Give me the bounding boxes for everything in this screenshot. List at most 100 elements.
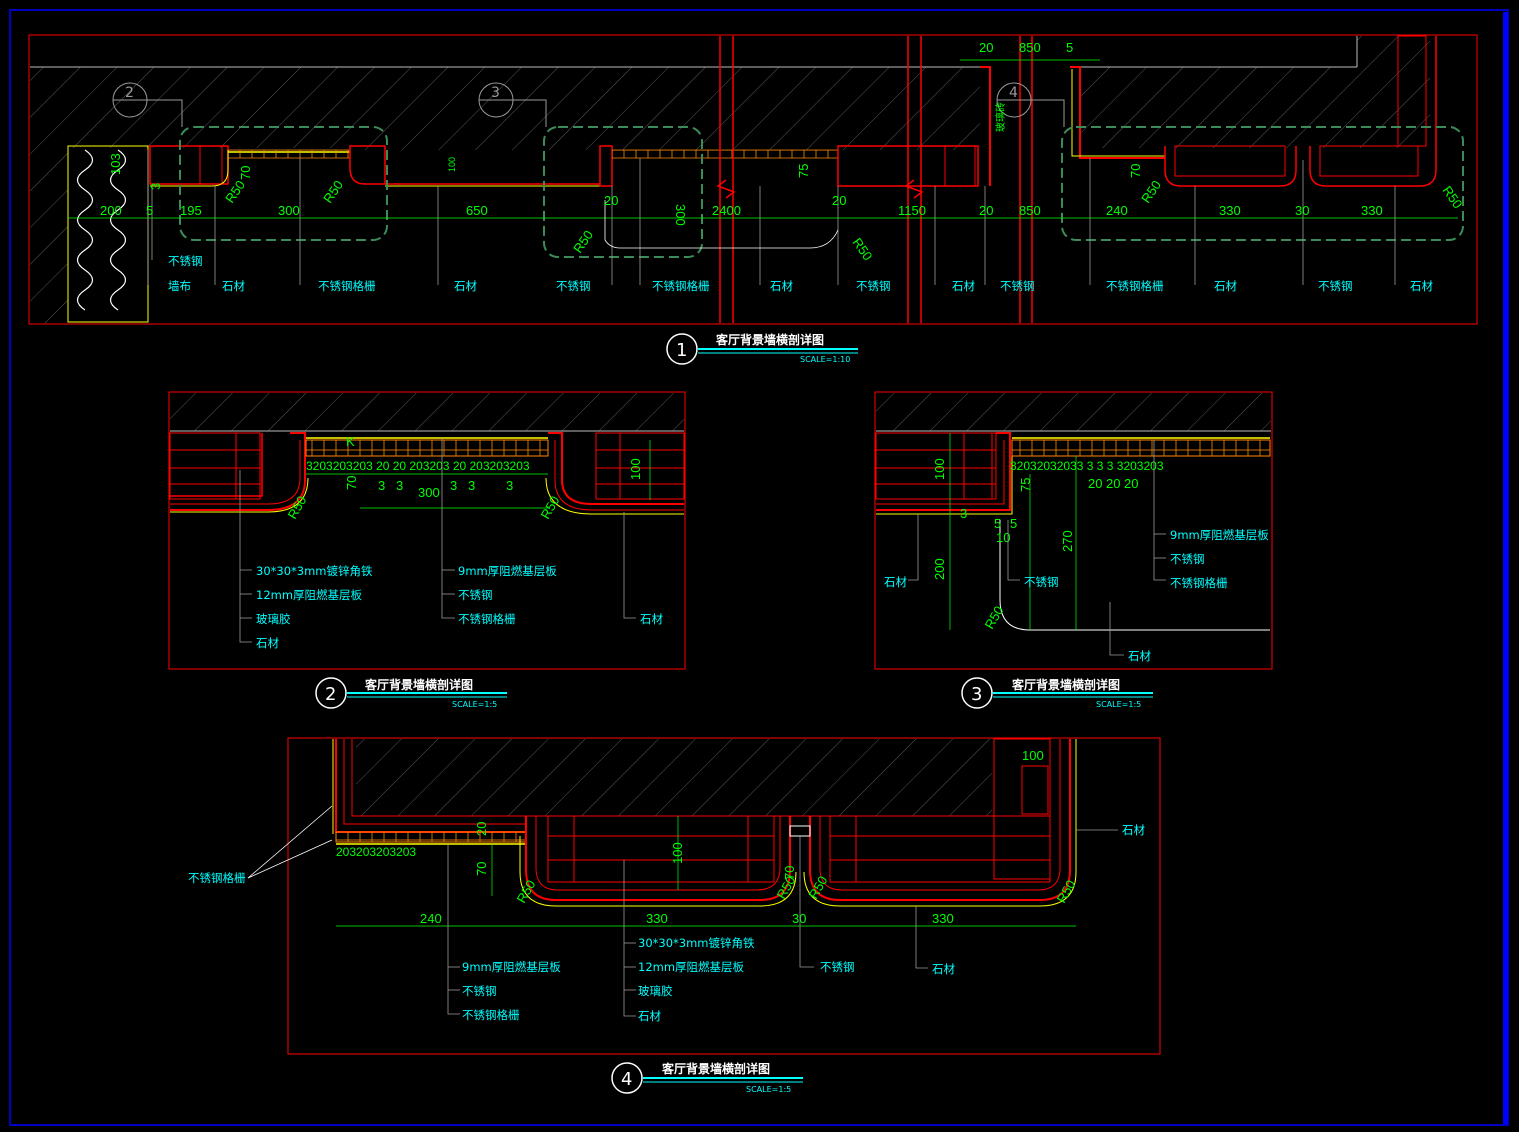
view-1-scale: SCALE=1:10 xyxy=(800,355,850,364)
label-stainless-2: 不锈钢 xyxy=(1170,552,1205,566)
label-grille: 不锈钢格栅 xyxy=(318,279,376,293)
label-wallcloth: 墙布 xyxy=(168,279,191,293)
view-3-frame xyxy=(874,391,1273,670)
view-2-number: 2 xyxy=(325,684,336,705)
dim-70-b: 70 xyxy=(1128,164,1143,178)
view-1-title-block: 1 客厅背景墙横剖详图 SCALE=1:10 xyxy=(666,332,858,365)
label-stainless-5: 不锈钢 xyxy=(1318,279,1353,293)
dim-5b: 5 xyxy=(1010,516,1017,531)
callout-tag-3: 3 xyxy=(491,85,500,101)
label-grille: 不锈钢格栅 xyxy=(188,871,246,885)
label-12mm-board: 12mm厚阻燃基层板 xyxy=(638,960,745,974)
dim-100-top: 100 xyxy=(1022,748,1044,763)
dim-20-t: 20 xyxy=(832,193,846,208)
label-stone-3: 石材 xyxy=(770,279,793,293)
dim-5a: 5 xyxy=(994,516,1001,531)
dim-glass-brick: 玻璃砖 xyxy=(994,102,1007,132)
dim-70-b: 70 xyxy=(782,866,797,880)
view-1-section: 2 3 4 xyxy=(28,34,1478,365)
view-4-section: 100 203203203203 20 70 100 R50 R50 R50 R… xyxy=(188,737,1161,1094)
dim-270: 270 xyxy=(1060,530,1075,552)
dim-20c: 20 xyxy=(1124,476,1138,491)
dim-330b: 330 xyxy=(1361,203,1383,218)
view-1-number: 1 xyxy=(676,340,687,361)
dim-103: 103 xyxy=(108,153,123,175)
dim-top-5: 5 xyxy=(1066,40,1073,55)
callout-tag-2: 2 xyxy=(125,85,134,101)
dim-top-20: 20 xyxy=(979,40,993,55)
label-stainless-4: 不锈钢 xyxy=(1000,279,1035,293)
label-grille-3: 不锈钢格栅 xyxy=(1106,279,1164,293)
dim-30: 30 xyxy=(1295,203,1309,218)
dim-20: 20 xyxy=(979,203,993,218)
label-stainless-2: 不锈钢 xyxy=(556,279,591,293)
label-12mm-board: 12mm厚阻燃基层板 xyxy=(256,588,363,602)
label-grille-2: 不锈钢格栅 xyxy=(652,279,710,293)
label-9mm-board: 9mm厚阻燃基层板 xyxy=(458,564,557,578)
view-2-title: 客厅背景墙横剖详图 xyxy=(364,677,473,692)
dim-r50-c: R50 xyxy=(570,228,596,256)
grid-dims: 203203203203 xyxy=(336,845,416,859)
wall-hatch-icon xyxy=(876,393,1271,431)
label-stone-2: 石材 xyxy=(640,612,663,626)
callout-box-4 xyxy=(1061,126,1464,241)
view-1-title: 客厅背景墙横剖详图 xyxy=(715,332,824,347)
dim-r50-b: R50 xyxy=(320,178,346,206)
label-grille: 不锈钢格栅 xyxy=(458,612,516,626)
circle-number-icon: 2 xyxy=(112,82,183,127)
dim-70: 70 xyxy=(238,166,253,180)
label-stone-4: 石材 xyxy=(952,279,975,293)
view-1-frame xyxy=(28,34,1478,325)
label-stone-3: 石材 xyxy=(932,962,955,976)
dim-300: 300 xyxy=(278,203,300,218)
dim-3c: 3 xyxy=(450,478,457,493)
wall-hatch-icon xyxy=(170,393,684,431)
callout-tag-4: 4 xyxy=(1009,85,1018,101)
dim-100: 100 xyxy=(447,157,457,172)
label-stone-5: 石材 xyxy=(1214,279,1237,293)
dim-r50-b: R50 xyxy=(538,493,563,521)
view-3-number: 3 xyxy=(971,684,982,705)
wall-hatch-icon xyxy=(1080,36,1430,148)
dim-300: 300 xyxy=(418,485,440,500)
dim-75: 75 xyxy=(1018,478,1033,492)
label-angle-iron: 30*30*3mm镀锌角铁 xyxy=(638,936,755,950)
label-stone: 石材 xyxy=(256,636,279,650)
label-stainless: 不锈钢 xyxy=(462,984,497,998)
view-4-title-block: 4 客厅背景墙横剖详图 SCALE=1:5 xyxy=(611,1061,803,1094)
circle-number-icon xyxy=(315,677,347,709)
view-2-title-block: 2 客厅背景墙横剖详图 SCALE=1:5 xyxy=(315,677,507,709)
circle-number-icon: 4 xyxy=(996,82,1065,127)
dim-r50-d: R50 xyxy=(850,235,876,263)
dim-r50-f: R50 xyxy=(1440,183,1466,211)
dim-20a: 20 xyxy=(1088,476,1102,491)
wall-hatch-icon xyxy=(30,67,980,150)
dim-30: 30 xyxy=(792,911,806,926)
label-stone-2: 石材 xyxy=(1128,649,1151,663)
label-9mm-board: 9mm厚阻燃基层板 xyxy=(1170,528,1269,542)
view-4-title: 客厅背景墙横剖详图 xyxy=(661,1061,770,1076)
label-glass-glue: 玻璃胶 xyxy=(256,612,291,626)
view-4-frame xyxy=(287,737,1161,1055)
label-grille-2: 不锈钢格栅 xyxy=(462,1008,520,1022)
dim-10: 10 xyxy=(996,530,1010,545)
view-3-title-block: 3 客厅背景墙横剖详图 SCALE=1:5 xyxy=(961,677,1153,709)
dim-100: 100 xyxy=(932,458,947,480)
dim-r50-e: R50 xyxy=(1138,178,1164,206)
dim-100: 100 xyxy=(670,842,685,864)
grid-dims: 32032032033 3 3 3 3203203 xyxy=(1010,459,1164,473)
label-stainless-2: 不锈钢 xyxy=(820,960,855,974)
label-stainless-3: 不锈钢 xyxy=(856,279,891,293)
dim-200: 200 xyxy=(100,203,122,218)
view-2-scale: SCALE=1:5 xyxy=(452,700,497,709)
dim-20: 20 xyxy=(474,822,489,836)
dim-3d: 3 xyxy=(468,478,475,493)
dim-650: 650 xyxy=(466,203,488,218)
dim-100: 100 xyxy=(628,458,643,480)
dim-330: 330 xyxy=(1219,203,1241,218)
dim-2400: 2400 xyxy=(712,203,741,218)
label-stainless: 不锈钢 xyxy=(168,254,203,268)
view-3-section: 32032032033 3 3 3 3203203 100 75 20 20 2… xyxy=(874,391,1273,709)
dim-70: 70 xyxy=(344,476,359,490)
view-2-frame xyxy=(168,391,686,670)
